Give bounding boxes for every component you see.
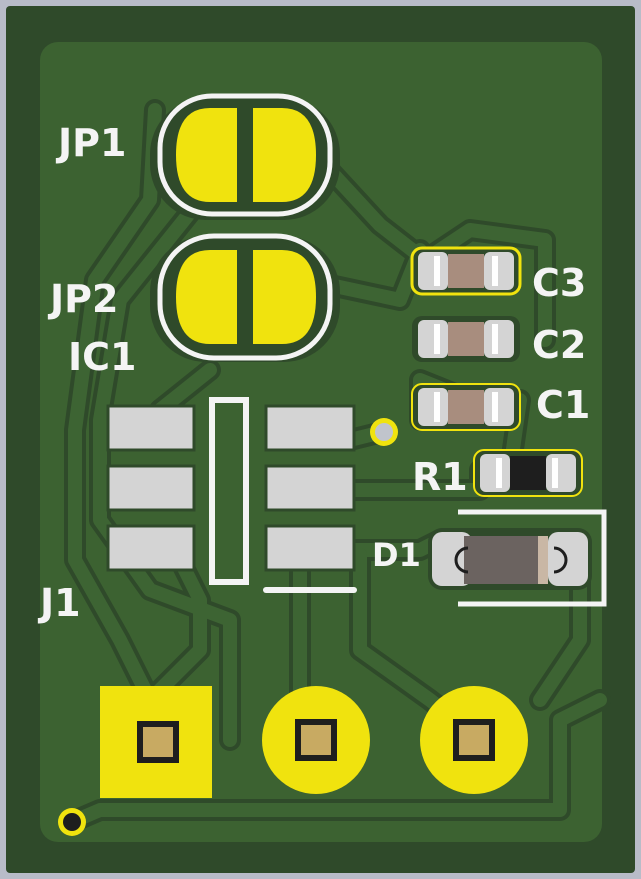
ic1-pad-1 (106, 404, 196, 452)
via-2 (58, 808, 86, 836)
label-jp2: JP2 (47, 277, 118, 321)
label-c1: C1 (536, 383, 590, 427)
label-jp1: JP1 (55, 121, 126, 165)
ic1-pad-6 (264, 524, 356, 572)
jp2-jumper (157, 233, 333, 361)
label-ic1: IC1 (68, 335, 136, 379)
via-1 (370, 418, 398, 446)
label-c3: C3 (532, 261, 586, 305)
label-r1: R1 (412, 455, 468, 499)
c3-capacitor (410, 246, 522, 296)
ic1-pad-4 (264, 404, 356, 452)
c2-capacitor (412, 316, 520, 362)
d1-diode (428, 509, 607, 607)
ic1-package (106, 397, 357, 593)
ic1-pad-3 (106, 524, 196, 572)
label-c2: C2 (532, 323, 586, 367)
ic1-pad-5 (264, 464, 356, 512)
ic1-pad-2 (106, 464, 196, 512)
r1-resistor (473, 449, 583, 497)
c1-capacitor (411, 383, 521, 431)
label-j1: J1 (37, 581, 81, 625)
j1-connector (100, 686, 528, 798)
label-d1: D1 (372, 536, 421, 574)
jp1-jumper (157, 93, 333, 217)
